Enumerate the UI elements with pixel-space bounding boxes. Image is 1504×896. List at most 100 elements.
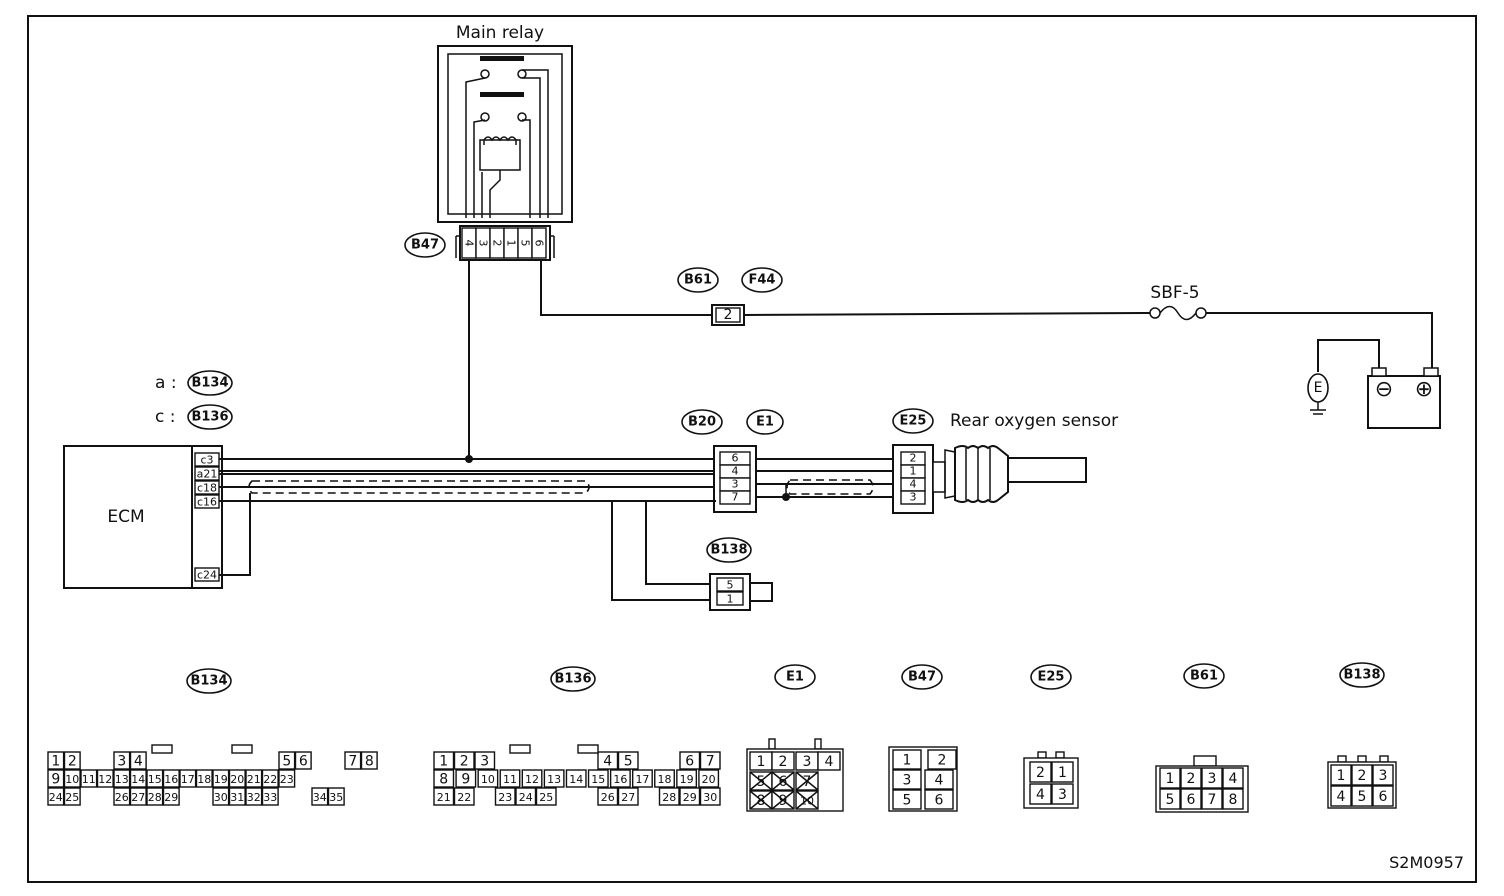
legend-pin: 6 — [685, 754, 694, 770]
wire-c24-shield — [219, 493, 251, 576]
legend-pin: 1 — [1166, 771, 1175, 787]
legend-pin: 17 — [181, 773, 195, 786]
relay-pin: 3 — [477, 240, 490, 247]
e1-label: E1 — [756, 415, 774, 430]
legend-pin: 7 — [706, 754, 715, 770]
legend-pin: 34 — [313, 791, 327, 804]
legend-b136-label: B136 — [554, 672, 591, 687]
legend-pin: 7 — [1208, 792, 1217, 808]
wire-fuse-to-battery — [1206, 312, 1433, 368]
legend-pin: 5 — [1358, 789, 1367, 805]
legend-pin: 6 — [299, 754, 308, 770]
legend-pin: 7 — [803, 774, 812, 790]
relay-pin: 2 — [491, 240, 504, 247]
ecm: a : B134 c : B136 ECM c3 a21 c18 c16 c24 — [63, 370, 233, 589]
shield-sensor-side — [786, 479, 874, 495]
legend-pin: 1 — [757, 754, 766, 770]
relay-pin: 1 — [505, 240, 518, 247]
e25-pin: 4 — [910, 478, 917, 491]
legend-pin: 12 — [98, 773, 112, 786]
legend-pin: 2 — [1036, 765, 1045, 781]
e25-pin: 3 — [910, 491, 917, 504]
legend-pin: 24 — [49, 791, 63, 804]
legend-pin: 26 — [115, 791, 129, 804]
legend-pin: 2 — [460, 754, 469, 770]
legend-pin: 4 — [134, 754, 143, 770]
legend-pin: 31 — [230, 791, 244, 804]
legend-pin: 7 — [348, 754, 357, 770]
legend-pin: 3 — [117, 754, 126, 770]
b20-label: B20 — [688, 415, 716, 430]
b61-pin: 2 — [724, 307, 733, 323]
legend-pin: 25 — [65, 791, 79, 804]
e25-pin: 1 — [910, 465, 917, 478]
legend-pin: 21 — [437, 791, 451, 804]
legend-pin: 5 — [903, 793, 912, 809]
legend-pin: 9 — [461, 772, 470, 788]
ecm-pin: a21 — [197, 468, 218, 481]
b47-callout: B47 — [404, 232, 446, 258]
legend-pin: 1 — [439, 754, 448, 770]
legend-pin: 6 — [1379, 789, 1388, 805]
legend-pin: 3 — [480, 754, 489, 770]
legend-pin: 15 — [591, 773, 605, 786]
legend-pin: 11 — [82, 773, 96, 786]
legend-pin: 6 — [935, 793, 944, 809]
legend-pin: 9 — [779, 793, 788, 809]
fuse-sbf5: SBF-5 — [1149, 283, 1207, 321]
legend-pin: 8 — [757, 793, 766, 809]
e25-pin: 2 — [910, 452, 917, 465]
rear-oxygen-sensor: E25 Rear oxygen sensor 2 1 4 3 — [892, 408, 1118, 514]
legend-pin: 10 — [800, 795, 814, 808]
legend-pin: 30 — [214, 791, 228, 804]
b138-connector: B138 5 1 — [706, 537, 773, 611]
ecm-conn-a-prefix: a : — [155, 373, 177, 393]
legend-pin: 27 — [131, 791, 145, 804]
legend-pin: 6 — [1187, 792, 1196, 808]
legend-pin: 3 — [903, 773, 912, 789]
legend-pin: 15 — [148, 773, 162, 786]
rear-oxygen-sensor-label: Rear oxygen sensor — [950, 411, 1118, 431]
ecm-box — [63, 445, 193, 589]
ecm-conn-a-label: B134 — [191, 376, 228, 391]
ground-label: E — [1314, 380, 1323, 396]
legend-pin: 2 — [779, 754, 788, 770]
legend-pin: 14 — [131, 773, 145, 786]
legend-pin: 8 — [1229, 792, 1238, 808]
legend-b47-label: B47 — [908, 670, 936, 685]
legend-e1-label: E1 — [786, 670, 804, 685]
b20-pin: 7 — [732, 491, 739, 504]
legend-pin: 18 — [658, 773, 672, 786]
legend-pin: 4 — [1036, 787, 1045, 803]
legend-pin: 17 — [635, 773, 649, 786]
legend-pin: 16 — [164, 773, 178, 786]
b61-f44-connector: B61 F44 2 — [677, 267, 783, 326]
wire-c16-to-b138 — [611, 501, 716, 601]
b20-e1-connector: B20 E1 6 4 3 7 — [681, 409, 784, 513]
legend-pin: 33 — [263, 791, 277, 804]
legend-pin: 12 — [525, 773, 539, 786]
legend-pin: 35 — [329, 791, 343, 804]
relay-pin: 5 — [519, 240, 532, 247]
shield-ecm-side — [248, 480, 590, 494]
legend-pin: 6 — [779, 774, 788, 790]
battery: ⊖ ⊕ — [1367, 367, 1441, 429]
legend-pin: 22 — [457, 791, 471, 804]
ecm-label: ECM — [107, 507, 144, 527]
legend-pin: 19 — [214, 773, 228, 786]
diagram-frame — [27, 15, 1477, 883]
legend-pin: 13 — [547, 773, 561, 786]
legend-pin: 26 — [601, 791, 615, 804]
legend-pin: 2 — [68, 754, 77, 770]
legend-pin: 4 — [603, 754, 612, 770]
main-relay: Main relay 4 3 2 1 5 6 — [437, 23, 573, 261]
main-relay-label: Main relay — [456, 23, 544, 43]
